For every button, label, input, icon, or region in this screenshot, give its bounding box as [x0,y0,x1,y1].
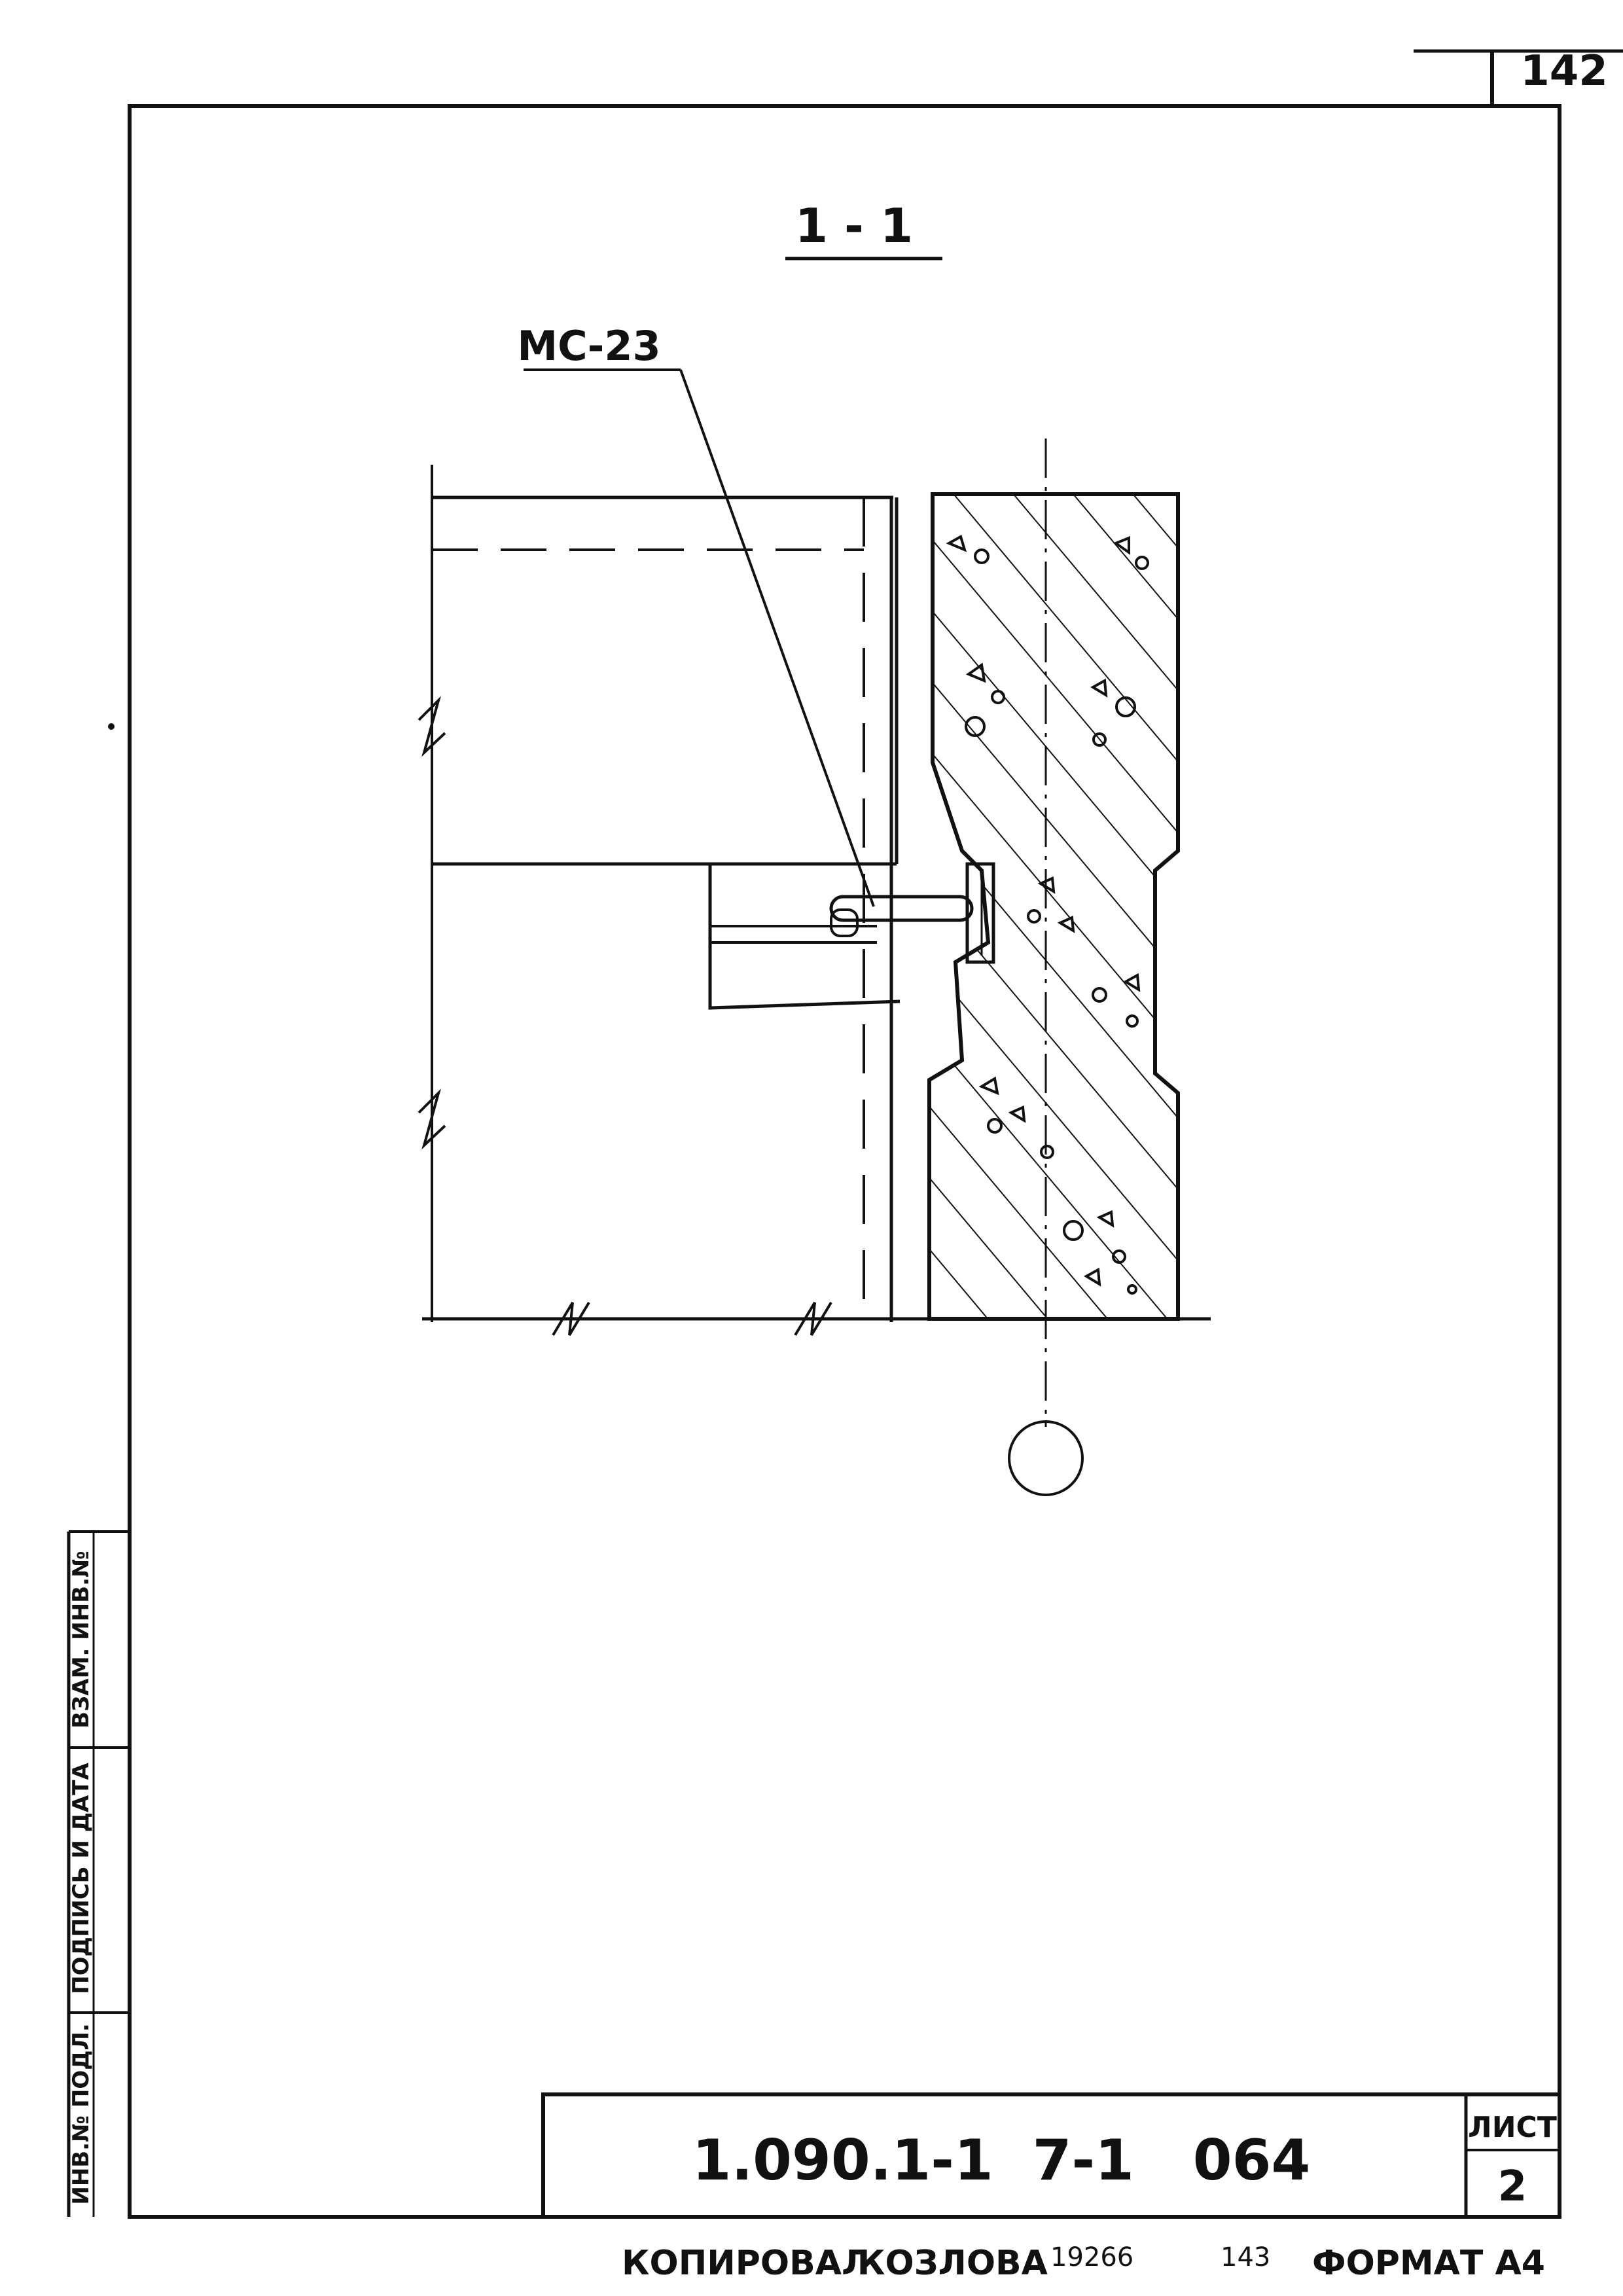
footer-order-number: 19266 [1050,2242,1133,2272]
footer-copier-name: КОЗЛОВА [857,2244,1048,2283]
tie-mc23 [829,862,995,964]
concrete-wall [927,492,1180,1321]
title-block-sheet-header: ЛИСТ [1468,2111,1557,2144]
sheet-corner-number: 142 [1520,47,1608,96]
title-block: 1.090.1-1 7-1 064 ЛИСТ 2 [541,2092,1561,2219]
sheet-frame [128,104,1561,2219]
stray-dot [108,723,115,730]
footer: КОПИРОВАЛ КОЗЛОВА 19266 143 ФОРМАТ А4 [622,2242,1545,2283]
section-label: 1 - 1 [795,198,913,253]
side-stamp-inv-original: ИНВ.№ ПОДЛ. [68,2023,94,2204]
footer-extra-number: 143 [1221,2242,1270,2272]
sheet-corner-number-box: 142 [1414,47,1623,108]
support-bracket [708,864,901,1010]
footer-copied-label: КОПИРОВАЛ [622,2244,870,2283]
axis-bubble [1008,1420,1084,1496]
axis-marker [1008,439,1084,1496]
footer-format-label: ФОРМАТ А4 [1312,2244,1545,2283]
callout-mc23: МС-23 [517,322,875,907]
side-stamp-signature-date: ПОДПИСЬ И ДАТА [68,1762,94,1994]
title-block-designation: 1.090.1-1 7-1 064 [692,2128,1311,2193]
callout-label: МС-23 [517,322,660,370]
section-label-group: 1 - 1 [785,198,942,260]
title-block-sheet-number: 2 [1498,2162,1527,2211]
side-stamp: ВЗАМ. ИНВ.№ ПОДПИСЬ И ДАТА ИНВ.№ ПОДЛ. [67,1530,130,2217]
side-stamp-replaces-inv: ВЗАМ. ИНВ.№ [68,1551,94,1729]
